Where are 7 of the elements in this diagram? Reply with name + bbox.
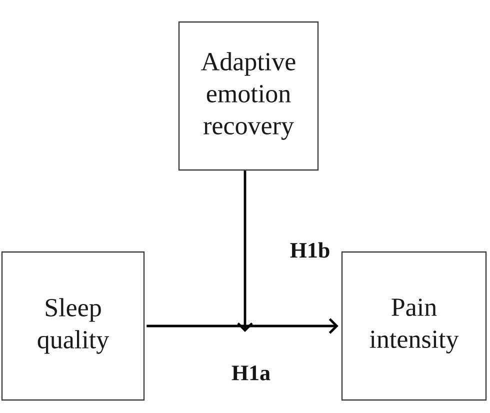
text-box: Pain intensity — [341, 251, 487, 401]
arrow — [146, 318, 338, 334]
arrow — [237, 170, 253, 332]
edge-label: H1a — [230, 364, 272, 382]
text-box: Adaptive emotion recovery — [178, 21, 319, 171]
edge-label: H1b — [288, 241, 332, 259]
text-box: Sleep quality — [1, 251, 145, 401]
